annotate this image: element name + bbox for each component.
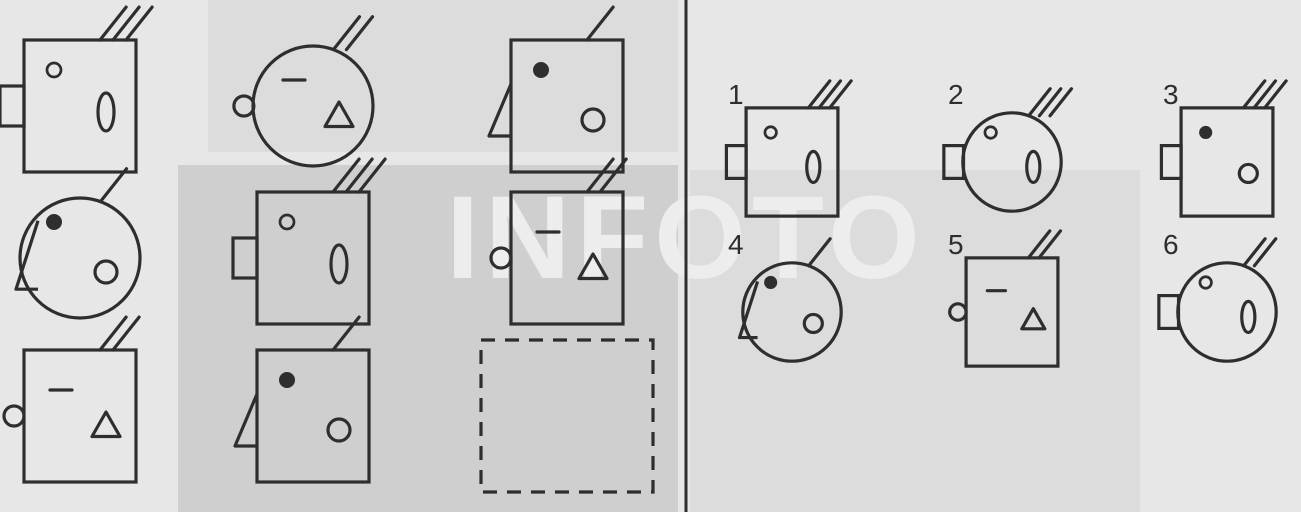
oval-mark <box>98 93 114 131</box>
puzzle-figure-cell <box>4 317 139 482</box>
hair-strand <box>113 317 139 350</box>
dot-eye <box>46 214 62 230</box>
hair-strand <box>1265 81 1286 108</box>
answer-option-6: 6 <box>1159 229 1276 361</box>
oval-mark <box>1242 301 1255 332</box>
rectangular-ear <box>0 86 24 126</box>
ring-eye <box>1200 277 1211 288</box>
square-head <box>1181 108 1273 216</box>
puzzle-figure-cell <box>16 169 140 318</box>
puzzle-figure-cell <box>1161 81 1286 216</box>
hair-strand <box>1254 81 1275 108</box>
dot-eye <box>764 276 777 289</box>
ring-mark <box>95 261 117 283</box>
answer-option-label: 4 <box>728 229 744 260</box>
answer-option-label: 1 <box>728 79 744 110</box>
square-head <box>24 40 136 172</box>
answer-option-label: 3 <box>1163 79 1179 110</box>
hair-strand <box>1050 89 1071 116</box>
answer-option-label: 6 <box>1163 229 1179 260</box>
background-panel <box>208 0 678 152</box>
answer-option-3: 3 <box>1161 79 1286 216</box>
triangle-mark <box>92 412 120 437</box>
hair-strand <box>100 7 126 40</box>
hair-strand <box>808 81 829 108</box>
hair-strand <box>830 81 851 108</box>
dot-eye <box>1199 126 1212 139</box>
ring-eye <box>765 127 776 138</box>
round-head <box>20 198 140 318</box>
ring-eye <box>47 63 61 77</box>
hair-strand <box>100 317 126 350</box>
answer-option-label: 5 <box>948 229 964 260</box>
hair-strand <box>819 81 840 108</box>
hair-strand <box>1244 239 1265 266</box>
rectangular-ear <box>1159 296 1179 329</box>
round-knob <box>4 406 24 426</box>
hair-strand <box>1039 89 1060 116</box>
rectangular-ear <box>1161 146 1181 179</box>
puzzle-figure-cell <box>0 7 152 172</box>
round-head <box>1178 263 1276 361</box>
hair-strand <box>100 169 126 202</box>
ring-mark <box>1239 164 1257 182</box>
hair-strand <box>1243 81 1264 108</box>
hair-strand <box>1254 239 1275 266</box>
hair-strand <box>1029 89 1050 116</box>
hair-strand <box>113 7 139 40</box>
ring-eye <box>985 127 996 138</box>
answer-option-label: 2 <box>948 79 964 110</box>
square-head <box>24 350 136 482</box>
dot-eye <box>533 62 549 78</box>
background-layer: INFOTO <box>178 0 1140 512</box>
hair-strand <box>126 7 152 40</box>
dot-eye <box>279 372 295 388</box>
